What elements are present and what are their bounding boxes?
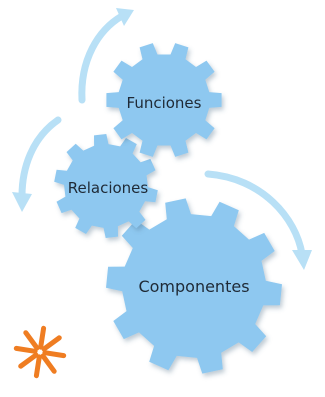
arrow-right-curved-icon: [204, 170, 312, 270]
arrow-top-curved-icon: [78, 8, 134, 104]
gear-funciones-label: Funciones: [127, 94, 202, 112]
gear-funciones: Funciones: [106, 43, 222, 157]
gear-componentes: Componentes: [106, 198, 282, 374]
gear-relaciones-label: Relaciones: [68, 179, 149, 197]
gear-relaciones: Relaciones: [54, 134, 158, 238]
orange-asterisk-star-icon: [13, 325, 67, 379]
arrow-left-curved-icon: [12, 116, 62, 212]
gear-componentes-label: Componentes: [138, 277, 249, 296]
